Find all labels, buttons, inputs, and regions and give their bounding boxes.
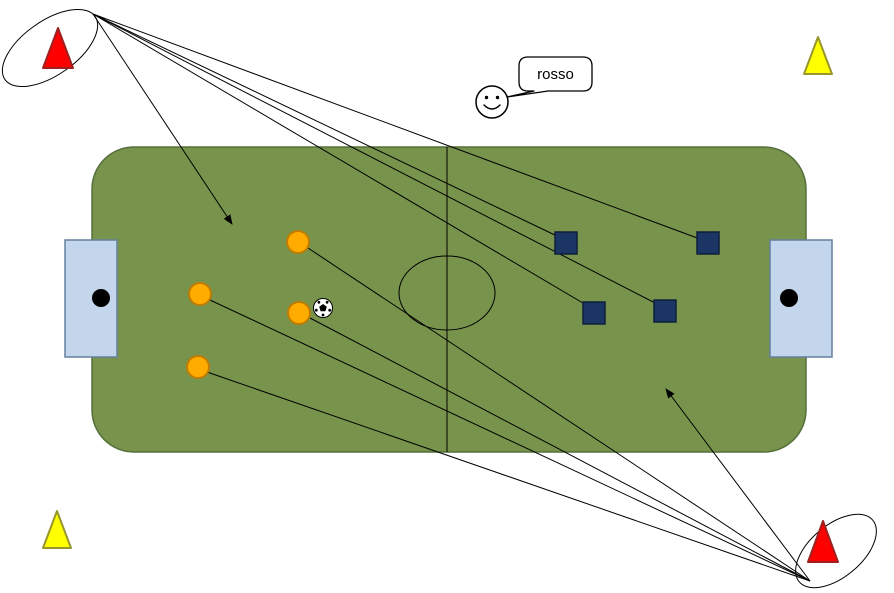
movement-arrow — [665, 388, 811, 582]
link-line — [92, 13, 560, 238]
blue-player[interactable] — [582, 301, 606, 325]
soccer-ball[interactable] — [313, 298, 333, 318]
speech-bubble-label: rosso — [537, 66, 574, 83]
link-line — [309, 317, 811, 582]
cone-top-right[interactable] — [803, 36, 833, 75]
link-line — [307, 247, 811, 582]
lasso-bottom-right — [795, 513, 877, 589]
orange-player[interactable] — [188, 282, 212, 306]
movement-arrow — [92, 13, 233, 225]
goal-right-marker — [780, 289, 798, 307]
link-line — [92, 13, 589, 307]
orange-player[interactable] — [287, 301, 311, 325]
center-circle — [398, 255, 496, 331]
orange-player[interactable] — [286, 230, 310, 254]
cone-top-left[interactable] — [42, 27, 74, 69]
link-line — [92, 13, 658, 305]
goal-right — [769, 239, 833, 358]
goal-left-marker — [92, 289, 110, 307]
link-line — [209, 299, 811, 582]
orange-player[interactable] — [186, 355, 210, 379]
blue-player[interactable] — [554, 231, 578, 255]
speech-bubble — [506, 56, 593, 98]
blue-player[interactable] — [696, 231, 720, 255]
cone-bottom-right[interactable] — [807, 520, 839, 563]
smiley-face-icon — [475, 85, 509, 119]
cone-bottom-left[interactable] — [42, 510, 72, 549]
blue-player[interactable] — [653, 299, 677, 323]
link-line — [206, 371, 811, 582]
link-line — [92, 13, 701, 240]
